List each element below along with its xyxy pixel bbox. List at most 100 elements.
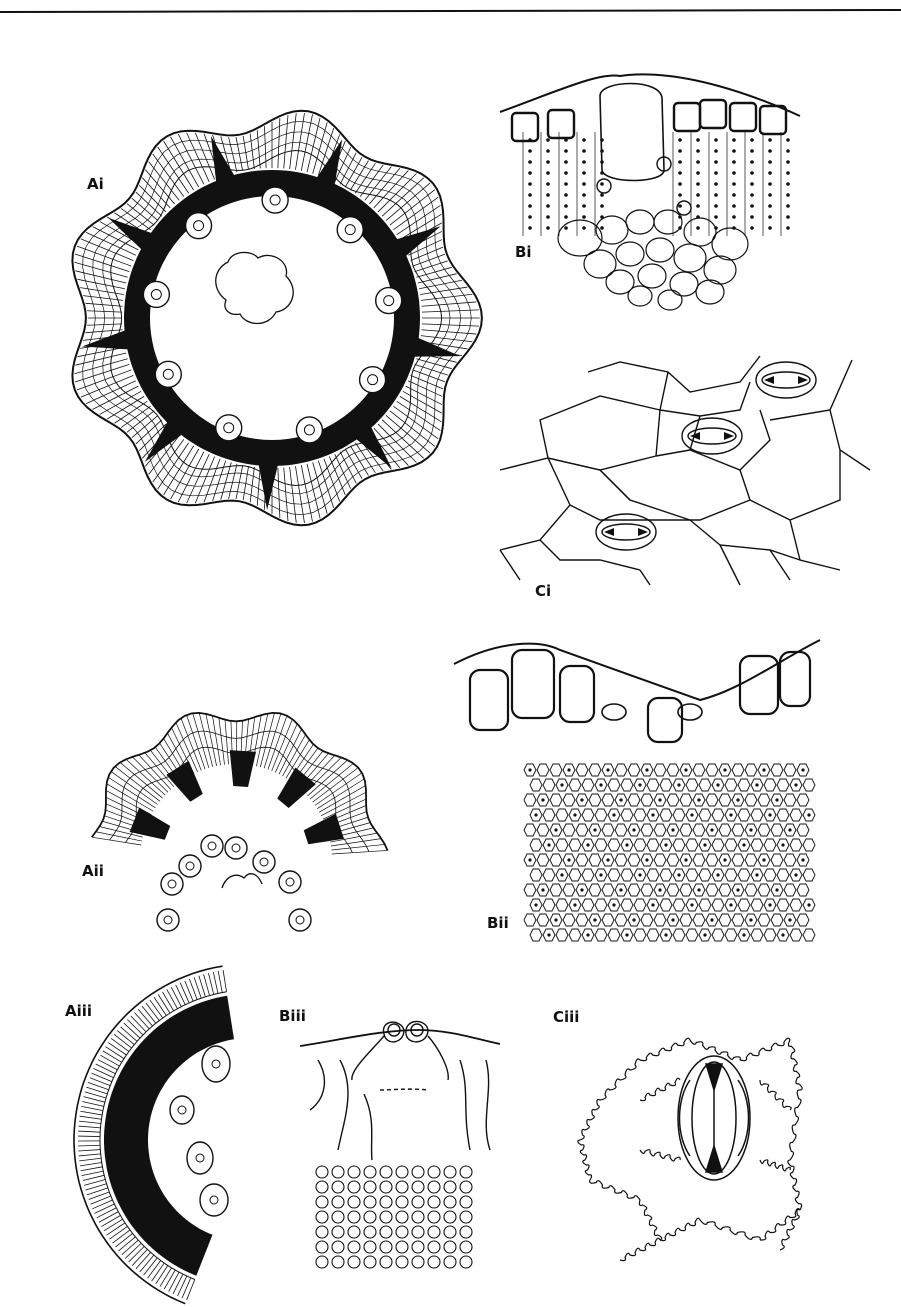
bii-mesophyll-cell (790, 929, 802, 941)
bi-chloroplast (528, 182, 532, 186)
bii-mesophyll-cell (790, 899, 802, 911)
aiii-cell-wall (114, 1034, 131, 1047)
bi-chloroplast (750, 160, 754, 164)
bii-mesophyll-cell (777, 899, 789, 911)
bii-mesophyll-cell (660, 809, 672, 821)
bii-mesophyll-cell (745, 854, 757, 866)
bii-mesophyll-cell (680, 914, 692, 926)
aii-vascular-bundles (157, 835, 311, 931)
bii-chloroplast (736, 888, 739, 891)
panel-aiii-stem-segment (74, 966, 234, 1303)
aii-cell-wall (331, 839, 381, 846)
bii-mesophyll-cell (738, 779, 750, 791)
bi-chloroplast (714, 149, 718, 153)
bi-chloroplast (768, 215, 772, 219)
bii-mesophyll-cell (725, 839, 737, 851)
bii-mesophyll-cell (686, 929, 698, 941)
aiii-cell-wall (79, 1154, 101, 1156)
ai-cell-wall (421, 294, 472, 300)
bii-mesophyll-cell (738, 899, 750, 911)
ciii-cell-wall (580, 1099, 600, 1140)
bii-mesophyll-cell (667, 764, 679, 776)
bii-chloroplast (664, 843, 667, 846)
aiii-cell-wall (94, 1069, 114, 1078)
bii-mesophyll-cell (550, 764, 562, 776)
aiii-sclerenchyma-band (104, 996, 234, 1276)
aiii-cell-wall (178, 1276, 187, 1296)
bii-chloroplast (573, 813, 576, 816)
aii-cell-wall (331, 844, 384, 850)
biii-cell (460, 1181, 472, 1193)
biii-cell (316, 1226, 328, 1238)
ai-cell-wall (335, 454, 351, 489)
bi-chloroplast (678, 182, 682, 186)
bii-mesophyll-cell (784, 884, 796, 896)
bii-mesophyll-cell (550, 884, 562, 896)
bii-mesophyll-cell (706, 764, 718, 776)
aiii-cell-wall (82, 1171, 104, 1176)
bi-chloroplast (696, 204, 700, 208)
bii-chloroplast (593, 918, 596, 921)
aii-bundle (289, 909, 311, 931)
panel-aii-partial-stem-section (92, 713, 388, 931)
bii-chloroplast (762, 858, 765, 861)
bii-mesophyll-cell (784, 764, 796, 776)
bi-chloroplast (714, 160, 718, 164)
aiii-cell-wall (80, 1116, 102, 1119)
bii-mesophyll-cell (569, 779, 581, 791)
bii-mesophyll-cell (550, 794, 562, 806)
bi-chloroplast (528, 226, 532, 230)
bii-chloroplast (788, 828, 791, 831)
bii-mesophyll-cell (784, 854, 796, 866)
bii-mesophyll-cell (615, 764, 627, 776)
panel-label-ai: Ai (87, 175, 104, 193)
bi-spongy-cell (658, 290, 682, 310)
biii-cell (428, 1226, 440, 1238)
bii-mesophyll-cell (563, 794, 575, 806)
bii-chloroplast (749, 828, 752, 831)
aiii-cell-wall (81, 1106, 103, 1110)
biii-cell (380, 1166, 392, 1178)
aiii-cell-wall (83, 1175, 104, 1180)
ciii-stoma (678, 1056, 750, 1180)
bii-mesophyll-cell (628, 884, 640, 896)
bii-chloroplast (625, 933, 628, 936)
aiii-cell-wall (79, 1121, 101, 1123)
aii-cell-wall (323, 799, 366, 819)
ciii-cell-wall (640, 1150, 680, 1161)
bii-mesophyll-cell (576, 914, 588, 926)
biii-cell (444, 1166, 456, 1178)
aiii-cell-wall (103, 1051, 122, 1062)
biii-cell (332, 1211, 344, 1223)
bii-mesophyll-cell (706, 794, 718, 806)
biii-cell (332, 1181, 344, 1193)
biii-cell (348, 1256, 360, 1268)
aii-wedge (304, 814, 344, 845)
bii-mesophyll-cell (771, 764, 783, 776)
bi-chloroplast (582, 182, 586, 186)
bi-chloroplast (732, 193, 736, 197)
bii-mesophyll-cell (615, 914, 627, 926)
bi-spongy-cell (628, 286, 652, 306)
bi-chloroplast (546, 138, 550, 142)
bii-mesophyll-cell (719, 824, 731, 836)
bii-chloroplast (554, 918, 557, 921)
bii-mesophyll-cell (712, 899, 724, 911)
bi-chloroplast (732, 138, 736, 142)
bii-mesophyll-cell (699, 899, 711, 911)
bi-chloroplast (750, 182, 754, 186)
bi-chloroplast (750, 204, 754, 208)
biii-cell (348, 1166, 360, 1178)
bii-chloroplast (560, 873, 563, 876)
bii-mesophyll-cell (608, 839, 620, 851)
ai-wedge (407, 335, 461, 357)
bii-mesophyll-cell (790, 839, 802, 851)
bii-chloroplast (677, 873, 680, 876)
biii-cell (364, 1166, 376, 1178)
ciii-cell-wall (660, 1218, 700, 1240)
biii-cell (460, 1256, 472, 1268)
aiii-cell-wall (185, 981, 193, 1001)
panel-bii-leaf-section (454, 640, 820, 941)
bii-mesophyll-cell (543, 809, 555, 821)
bii-mesophyll-cell (602, 884, 614, 896)
